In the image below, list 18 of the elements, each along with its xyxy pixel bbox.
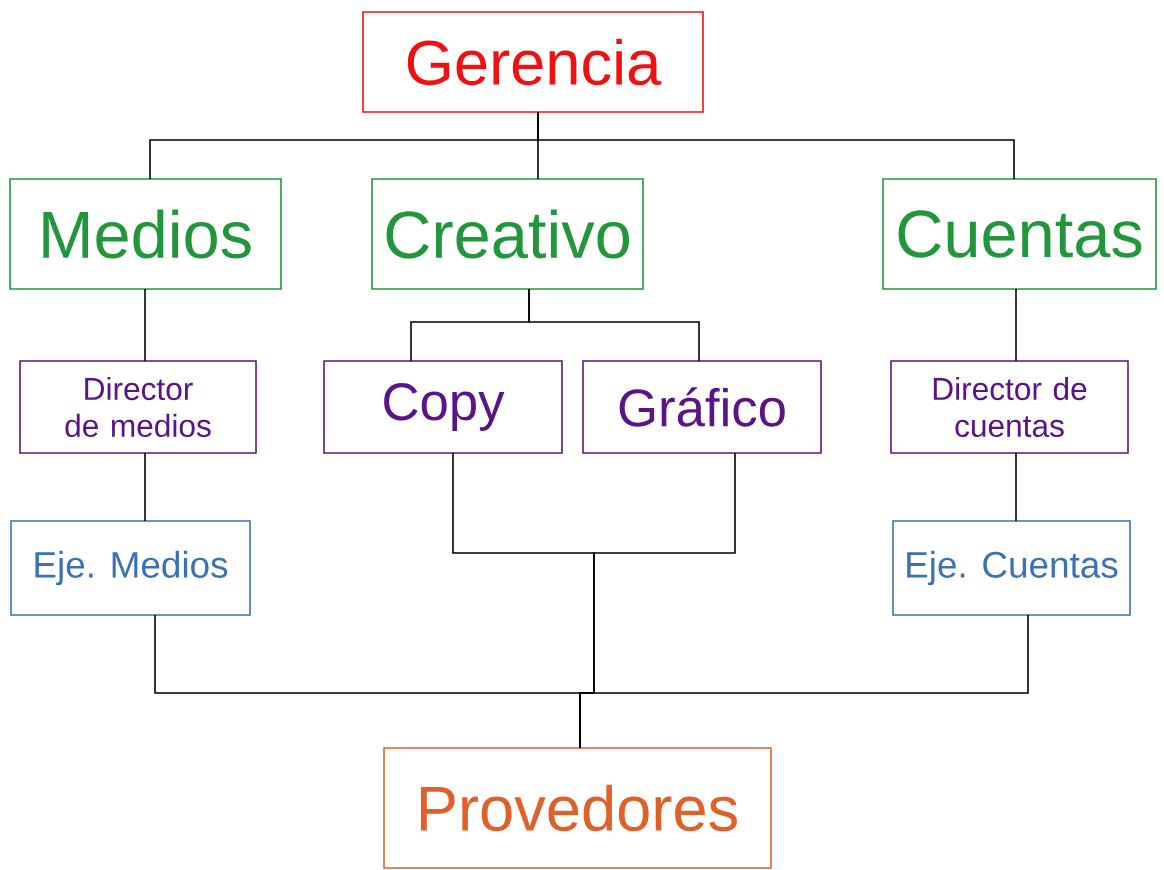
department-box: Gerencia xyxy=(362,11,704,113)
connector-line xyxy=(144,452,146,522)
connector-line xyxy=(579,614,1029,749)
role-box: Gráfico xyxy=(582,360,822,454)
role-box: Copy xyxy=(323,360,563,454)
supplier-box: Provedores xyxy=(383,747,772,869)
connector-line xyxy=(144,288,146,362)
role-box: Eje. Medios xyxy=(10,520,251,616)
role-box: Eje. Cuentas xyxy=(892,520,1131,616)
role-box: Director de medios xyxy=(19,360,257,454)
connector-line xyxy=(1015,288,1017,362)
department-box: Creativo xyxy=(371,178,644,290)
connector-line xyxy=(1015,452,1017,522)
department-box: Medios xyxy=(9,178,282,290)
role-box: Director de cuentas xyxy=(890,360,1129,454)
connector-line xyxy=(528,288,700,362)
connector-line xyxy=(537,111,1015,180)
department-box: Cuentas xyxy=(882,178,1157,290)
